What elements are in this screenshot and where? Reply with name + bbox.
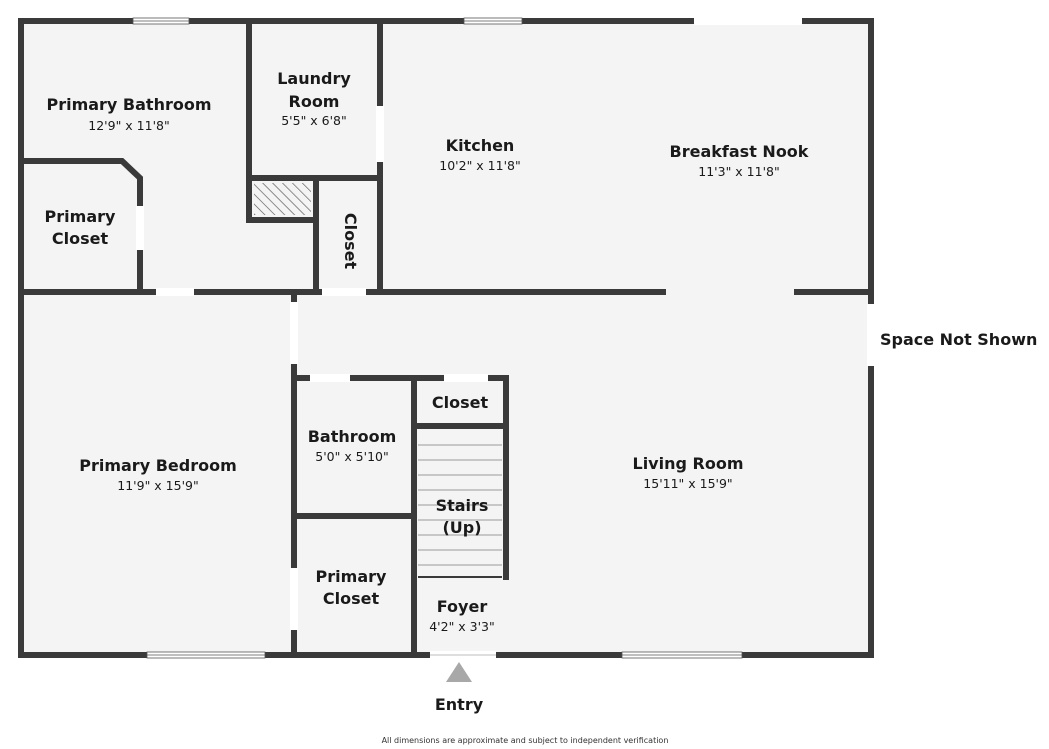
room-name-breakfast-nook: Breakfast Nook: [670, 142, 809, 161]
room-name-stairs-line1: Stairs: [436, 496, 489, 515]
room-name-laundry-line1: Laundry: [277, 69, 351, 88]
room-dims-primary-bathroom: 12'9" x 11'8": [88, 118, 169, 133]
room-dims-breakfast-nook: 11'3" x 11'8": [698, 164, 779, 179]
room-name-primary-closet-bottom-line1: Primary: [316, 567, 387, 586]
room-dims-bathroom: 5'0" x 5'10": [315, 449, 388, 464]
space-not-shown-label: Space Not Shown: [880, 330, 1037, 349]
chase-hatch: [254, 183, 311, 215]
room-name-closet-vertical: Closet: [341, 213, 360, 270]
stair-treads: [418, 444, 502, 578]
windows: [132, 17, 743, 659]
room-dims-primary-bedroom: 11'9" x 15'9": [117, 478, 198, 493]
entry-arrow-icon: [446, 662, 472, 682]
room-dims-laundry: 5'5" x 6'8": [281, 113, 347, 128]
room-name-bathroom: Bathroom: [308, 427, 397, 446]
floor-area: [21, 21, 871, 655]
room-name-kitchen: Kitchen: [446, 136, 515, 155]
room-name-living-room: Living Room: [633, 454, 744, 473]
room-name-closet-stairs: Closet: [432, 393, 489, 412]
room-name-primary-closet-bottom-line2: Closet: [323, 589, 380, 608]
room-name-laundry-line2: Room: [289, 92, 340, 111]
room-dims-living-room: 15'11" x 15'9": [643, 476, 732, 491]
entry-label: Entry: [435, 695, 484, 714]
room-name-foyer: Foyer: [437, 597, 488, 616]
room-name-primary-closet-top-line1: Primary: [45, 207, 116, 226]
room-name-stairs-line2: (Up): [442, 518, 481, 537]
room-name-primary-bedroom: Primary Bedroom: [79, 456, 237, 475]
room-dims-foyer: 4'2" x 3'3": [429, 619, 495, 634]
room-dims-kitchen: 10'2" x 11'8": [439, 158, 520, 173]
room-labels: Primary Bathroom 12'9" x 11'8" Laundry R…: [45, 69, 809, 634]
disclaimer-footer: All dimensions are approximate and subje…: [382, 736, 669, 745]
room-name-primary-bathroom: Primary Bathroom: [46, 95, 211, 114]
room-name-primary-closet-top-line2: Closet: [52, 229, 109, 248]
